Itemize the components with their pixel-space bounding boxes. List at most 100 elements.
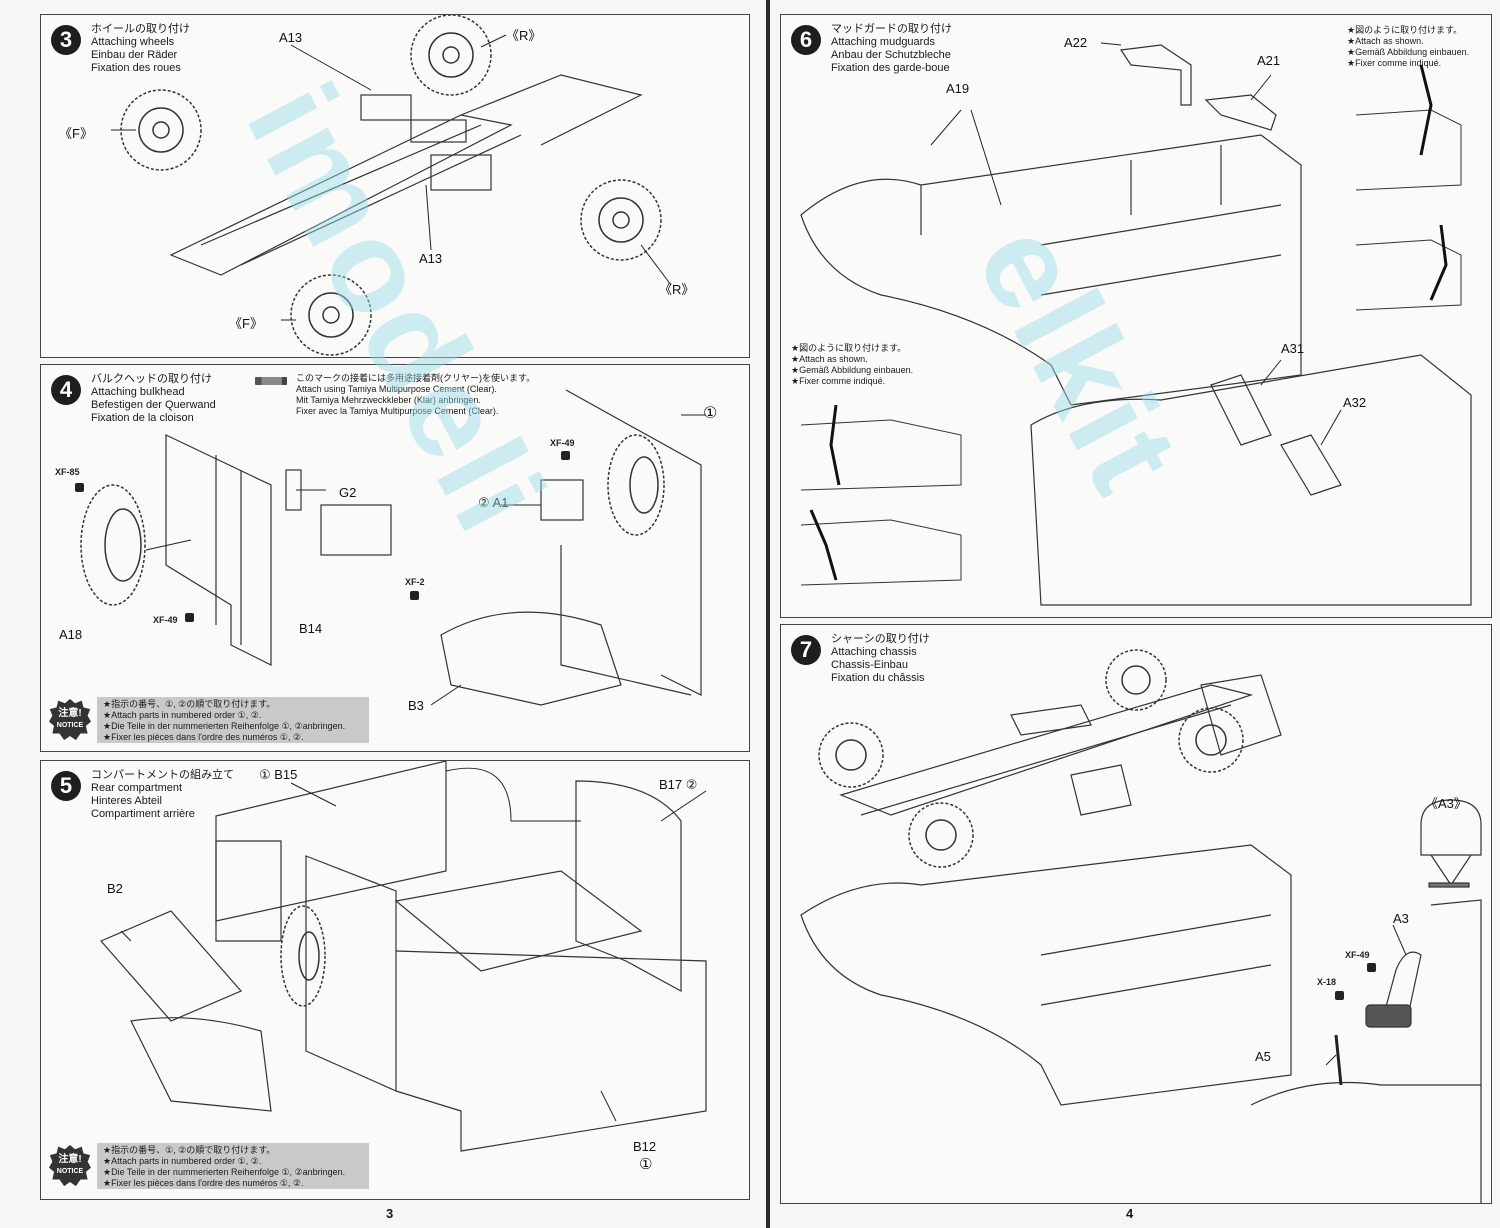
paint-label-x18: X-18 [1317, 977, 1337, 987]
step-number-badge: 5 [51, 771, 81, 801]
wheel-chassis-3 [1105, 649, 1167, 711]
notice-line: ★Attach parts in numbered order ①, ②. [103, 1156, 262, 1166]
title-de: Befestigen der Querwand [91, 399, 216, 411]
part-label-f-bottom: 《F》 [229, 316, 263, 331]
chassis-diagram [800, 649, 1482, 1203]
page-number-right: 4 [1126, 1206, 1134, 1221]
part-label-b17: B17 ② [659, 777, 698, 792]
part-label-a18: A18 [59, 627, 83, 642]
notice-badge-en: NOTICE [56, 1168, 84, 1175]
spare-wheel [80, 484, 146, 606]
note-line: ★図のように取り付けます。 [791, 343, 907, 353]
paint-label-xf49: XF-49 [1345, 950, 1370, 960]
wheel-chassis-2 [908, 802, 974, 868]
title-jp: コンパートメントの組み立て [91, 769, 234, 781]
spare-wheel [280, 905, 326, 1007]
notice-line: ★指示の番号、①, ②の順で取り付けます。 [103, 699, 276, 709]
notice-line: ★Die Teile in der nummerierten Reihenfol… [103, 1167, 346, 1177]
title-jp: バルクヘッドの取り付け [91, 373, 212, 385]
attach-note-mid: ★図のように取り付けます。 ★Attach as shown. ★Gemäß A… [791, 343, 913, 387]
notice-line: ★Fixer les pièces dans l'ordre des numér… [103, 732, 304, 742]
notice-line: ★指示の番号、①, ②の順で取り付けます。 [103, 1145, 276, 1155]
title-en: Attaching chassis [831, 646, 917, 658]
title-fr: Compartiment arrière [91, 808, 195, 820]
wheel-rear-right [580, 179, 662, 261]
cement-note-en: Attach using Tamiya Multipurpose Cement … [296, 384, 497, 394]
mudguard-diagram [800, 42, 1472, 606]
wheel-chassis-1 [818, 722, 884, 788]
title-fr: Fixation des garde-boue [831, 62, 950, 74]
paint-marker-xf2 [410, 591, 419, 600]
note-line: ★Gemäß Abbildung einbauen. [791, 365, 914, 375]
part-label-b3: B3 [408, 698, 424, 713]
step-number-badge: 3 [51, 25, 81, 55]
notice-line: ★Attach parts in numbered order ①, ②. [103, 710, 262, 720]
part-label-a3: A3 [1393, 911, 1409, 926]
paint-marker-xf49 [185, 613, 194, 622]
order-marker-b12: ① [639, 1156, 653, 1173]
step-title: バルクヘッドの取り付け Attaching bulkhead Befestige… [91, 373, 216, 425]
cement-note-de: Mit Tamiya Mehrzweckkleber (Klar) anbrin… [296, 395, 481, 405]
notice-text: ★指示の番号、①, ②の順で取り付けます。 ★Attach parts in n… [97, 1143, 369, 1189]
part-label-a1: ② A1 [478, 495, 509, 510]
paint-label-xf49-b: XF-49 [550, 438, 575, 448]
title-fr: Fixation de la cloison [91, 412, 194, 424]
paint-marker-xf49 [1367, 963, 1376, 972]
part-label-a31: A31 [1281, 341, 1305, 356]
title-de: Einbau der Räder [91, 49, 178, 61]
cement-note: このマークの接着には多用途接着剤(クリヤー)を使います。 Attach usin… [296, 373, 535, 417]
paint-label-xf85: XF-85 [55, 467, 80, 477]
part-label-a13-bottom: A13 [419, 251, 443, 266]
title-en: Attaching mudguards [831, 36, 935, 48]
step-6-panel: 6 マッドガードの取り付け Attaching mudguards Anbau … [780, 14, 1492, 618]
title-en: Attaching wheels [91, 36, 175, 48]
step-number-badge: 4 [51, 375, 81, 405]
title-fr: Fixation du châssis [831, 672, 925, 684]
part-label-f-left: 《F》 [59, 126, 93, 141]
part-label-g2: G2 [339, 485, 357, 500]
note-line: ★Fixer comme indiqué. [791, 376, 886, 386]
notice-block: 注意!NOTICE ★指示の番号、①, ②の順で取り付けます。 ★Attach … [49, 695, 369, 747]
attach-note-top: ★図のように取り付けます。 ★Attach as shown. ★Gemäß A… [1347, 25, 1469, 69]
paint-marker-x18 [1335, 991, 1344, 1000]
wheel-rear-top [410, 15, 492, 96]
wheel-chassis-4 [1178, 707, 1244, 773]
title-fr: Fixation des roues [91, 62, 181, 74]
title-de: Anbau der Schutzbleche [831, 49, 951, 61]
note-line: ★Gemäß Abbildung einbauen. [1347, 47, 1470, 57]
notice-badge: 注意! NOTICE [49, 1145, 91, 1187]
notice-badge-jp: 注意! [58, 1154, 82, 1165]
cement-note-fr: Fixer avec la Tamiya Multipurpose Cement… [296, 406, 499, 416]
title-jp: シャーシの取り付け [831, 633, 930, 645]
part-label-b2: B2 [107, 881, 123, 896]
title-jp: マッドガードの取り付け [831, 23, 952, 35]
step-7-panel: 7 シャーシの取り付け Attaching chassis Chassis-Ei… [780, 624, 1492, 1204]
part-label-b14: B14 [299, 621, 323, 636]
notice-text: ★指示の番号、①, ②の順で取り付けます。 ★Attach parts in n… [97, 697, 369, 743]
part-label-a5: A5 [1255, 1049, 1271, 1064]
cement-tube-icon [255, 377, 287, 385]
compartment-diagram [100, 761, 707, 1152]
part-label-a19: A19 [946, 81, 970, 96]
part-label-a21: A21 [1257, 53, 1281, 68]
notice-block: 注意! NOTICE ★指示の番号、①, ②の順で取り付けます。 ★Attach … [49, 1141, 369, 1193]
title-de: Chassis-Einbau [831, 659, 909, 671]
notice-badge: 注意!NOTICE [49, 699, 91, 741]
title-de: Hinteres Abteil [91, 795, 162, 807]
page-gutter [766, 0, 770, 1228]
title-jp: ホイールの取り付け [91, 23, 190, 35]
step-number-badge: 7 [791, 635, 821, 665]
note-line: ★Attach as shown. [1347, 36, 1424, 46]
step-3-panel: 3 ホイールの取り付け Attaching wheels Einbau der … [40, 14, 750, 358]
part-label-b12: B12 [633, 1139, 657, 1154]
a3-seat-detail [1420, 799, 1482, 888]
title-en: Rear compartment [91, 782, 183, 794]
part-label-r-top: 《R》 [506, 28, 542, 43]
wheel-assembly-diagram [111, 15, 672, 356]
step-title: シャーシの取り付け Attaching chassis Chassis-Einb… [831, 633, 930, 685]
note-line: ★Fixer comme indiqué. [1347, 58, 1442, 68]
page-right: 6 マッドガードの取り付け Attaching mudguards Anbau … [770, 0, 1500, 1228]
notice-badge-jp: 注意! [58, 708, 82, 719]
paint-label-xf2: XF-2 [405, 577, 425, 587]
seat-a3 [1365, 951, 1422, 1028]
